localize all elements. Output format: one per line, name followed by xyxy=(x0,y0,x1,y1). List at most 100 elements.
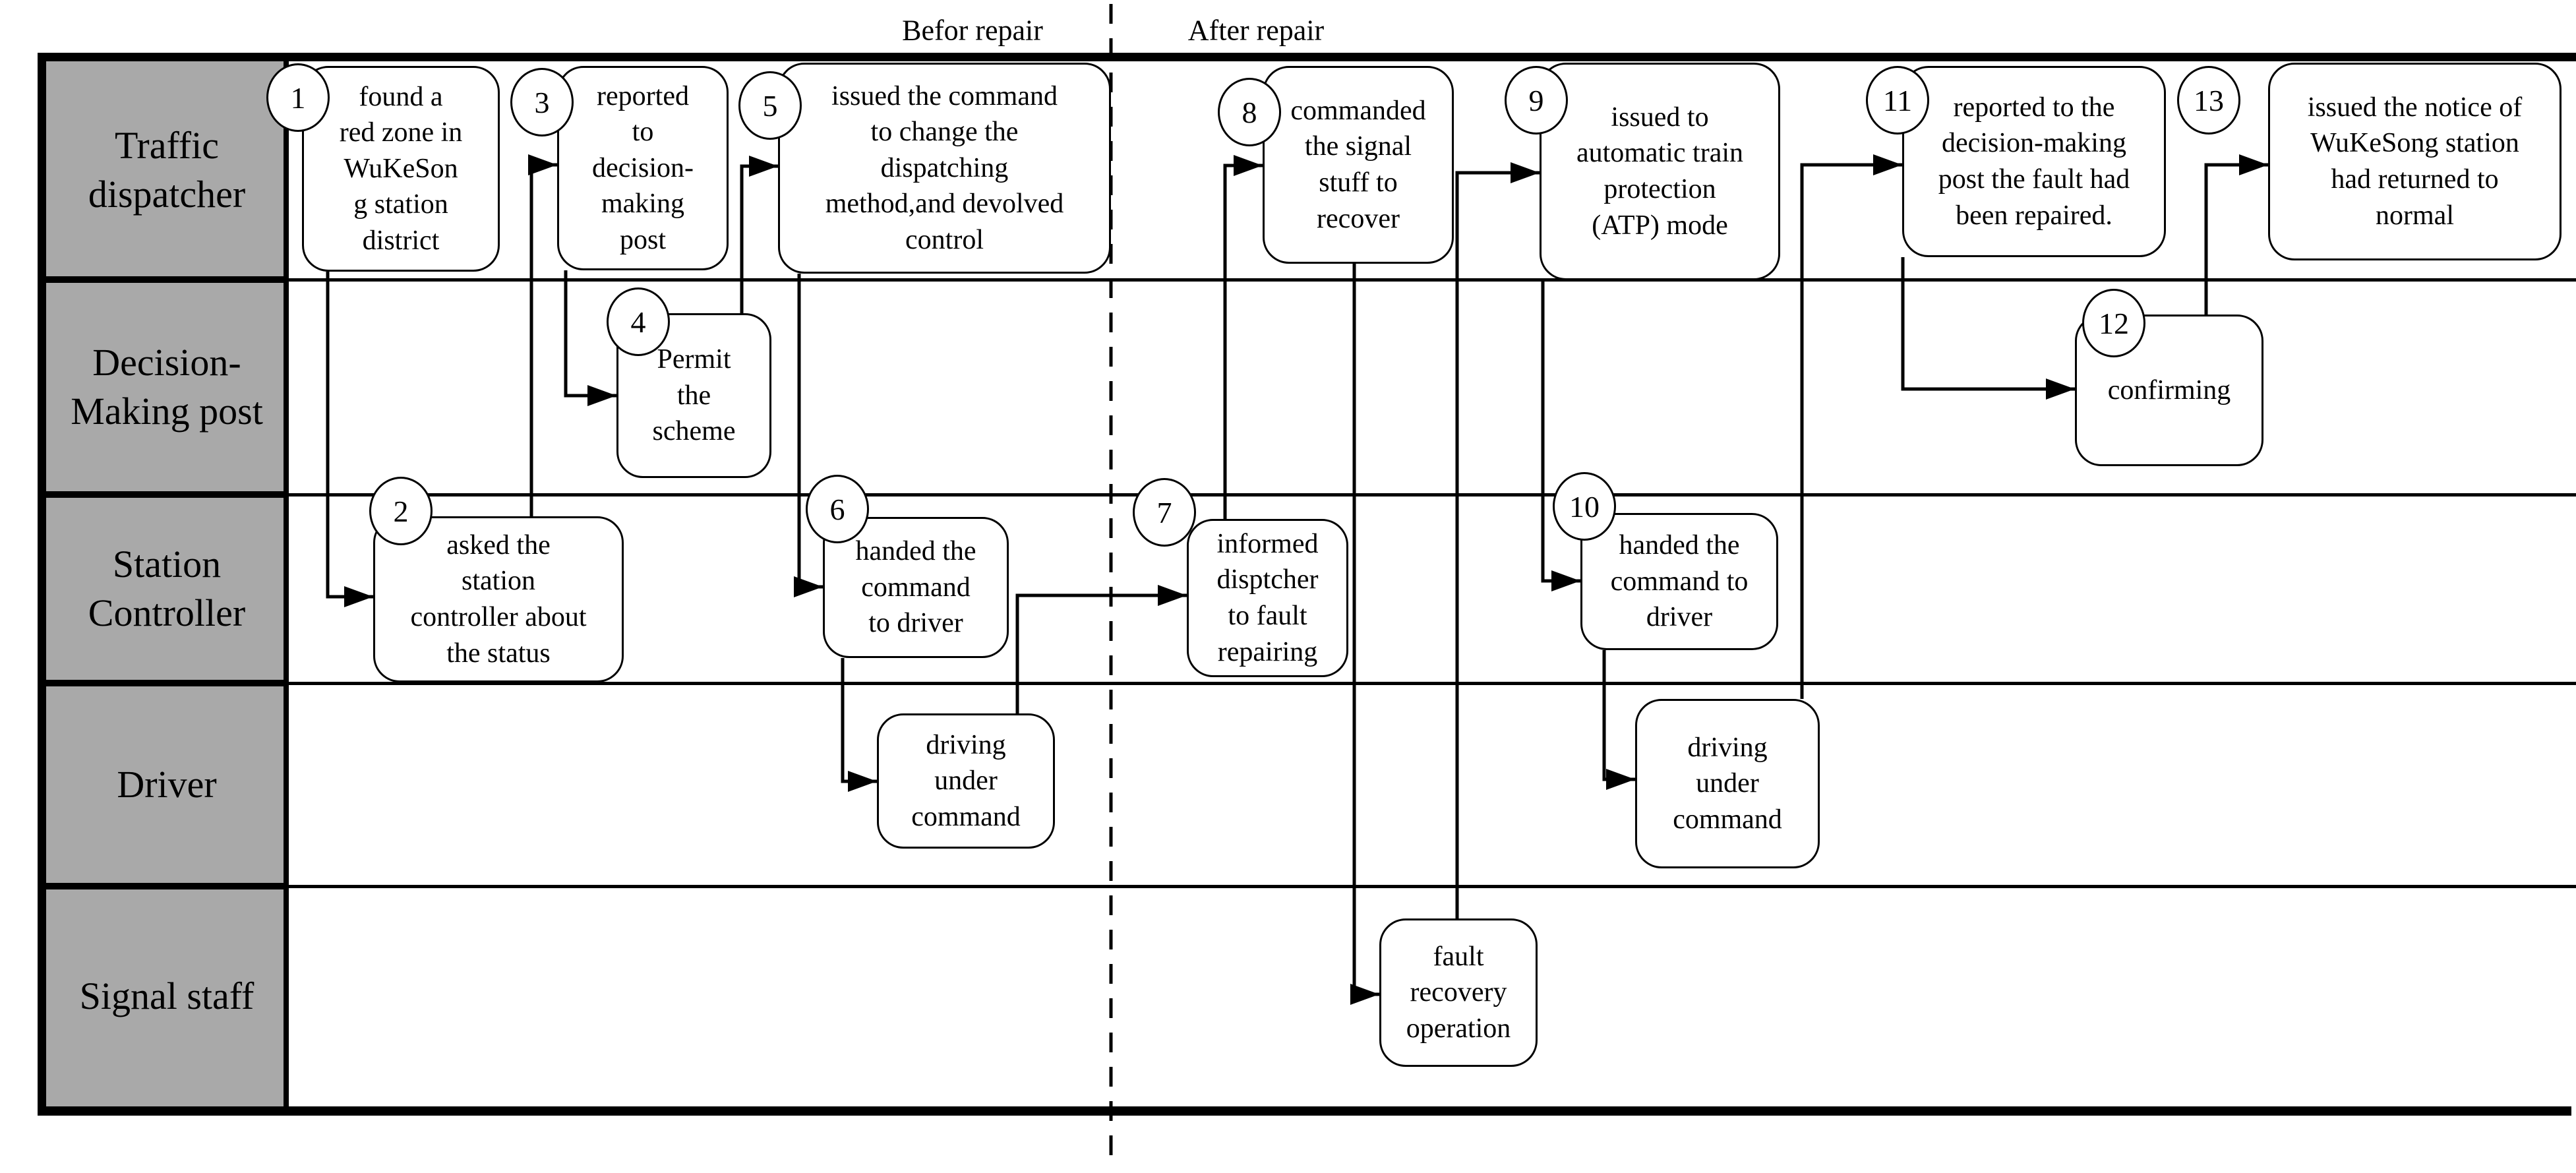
step-text-line: WuKeSon xyxy=(344,153,458,184)
step-text-line: handed the xyxy=(855,536,976,567)
step-text-line: under xyxy=(1696,768,1759,799)
driver-box-after: driving under command xyxy=(1635,699,1820,868)
phase-label-before-repair: Befor repair xyxy=(902,14,1043,47)
step-text-line: the xyxy=(676,380,711,411)
lane-label-line: Decision- xyxy=(92,340,241,384)
step-text-line: to driver xyxy=(868,608,963,639)
step-text-line: the status xyxy=(446,638,551,669)
lane-label-line: Station xyxy=(112,542,222,586)
step-box-2: asked the station controller about the s… xyxy=(373,516,624,682)
step-text-line: fault xyxy=(1433,941,1484,972)
step-text-line: control xyxy=(905,224,984,255)
step-text-line: command to xyxy=(1610,566,1749,597)
step-text-line: command xyxy=(1673,804,1782,835)
lane-label-station-controller: Station Controller xyxy=(88,540,245,638)
step-text-line: issued to xyxy=(1611,102,1709,133)
step-text-line: (ATP) mode xyxy=(1592,210,1728,241)
step-text-line: driving xyxy=(1687,732,1768,763)
arrow-10-to-driver xyxy=(1602,650,1635,790)
lane-label-decision-making-post: Decision- Making post xyxy=(71,338,263,436)
step-text-line: g station xyxy=(353,189,448,220)
lane-label-line: Making post xyxy=(71,390,263,433)
lane-label-driver: Driver xyxy=(117,760,216,809)
step-text-line: confirming xyxy=(2107,375,2231,406)
step-text-line: post the fault had xyxy=(1938,164,2130,195)
arrow-7-to-8 xyxy=(1223,155,1263,519)
arrow-4-to-5 xyxy=(740,156,778,313)
step-box-10: handed the command to driver xyxy=(1580,513,1778,650)
step-text-line: decision- xyxy=(592,152,694,183)
frame xyxy=(38,53,2576,1116)
lane-label-signal-staff: Signal staff xyxy=(80,972,255,1021)
arrows xyxy=(326,154,2268,1005)
step-text-line: to xyxy=(632,117,654,148)
step-number-11: 11 xyxy=(1866,66,1929,135)
step-box-1: found a red zone in WuKeSon g station di… xyxy=(302,66,500,272)
step-text-line: red zone in xyxy=(339,117,463,148)
step-text-line: decision-making xyxy=(1942,128,2126,159)
step-box-11: reported to the decision-making post the… xyxy=(1902,66,2166,257)
step-text-line: making xyxy=(601,189,684,220)
step-text-line: the signal xyxy=(1304,131,1412,162)
lane-label-line: dispatcher xyxy=(88,173,246,216)
arrow-12-to-13 xyxy=(2204,154,2268,315)
step-number-9: 9 xyxy=(1505,66,1568,135)
step-text-line: recovery xyxy=(1410,977,1507,1008)
step-number-13: 13 xyxy=(2177,66,2240,135)
step-text-line: recover xyxy=(1317,203,1400,234)
step-text-line: under xyxy=(934,766,998,797)
step-text-line: automatic train xyxy=(1576,138,1744,169)
step-text-line: issued the notice of xyxy=(2307,92,2523,123)
lane-header-column xyxy=(46,61,288,1106)
step-number-5: 5 xyxy=(738,71,802,140)
step-box-7: informed disptcher to fault repairing xyxy=(1187,519,1348,677)
lane-label-line: Signal staff xyxy=(79,974,255,1017)
step-text-line: to fault xyxy=(1228,601,1307,631)
arrow-signal-to-9 xyxy=(1455,162,1540,918)
step-number-6: 6 xyxy=(806,475,869,543)
step-text-line: asked the xyxy=(446,529,551,560)
step-text-line: reported to the xyxy=(1953,92,2115,123)
step-text-line: post xyxy=(619,224,666,255)
lane-label-line: Driver xyxy=(117,762,217,806)
step-text-line: dispatching xyxy=(880,152,1009,183)
lane-label-line: Controller xyxy=(88,591,246,634)
step-text-line: commanded xyxy=(1290,95,1426,126)
step-text-line: repairing xyxy=(1217,636,1318,667)
step-number-10: 10 xyxy=(1553,472,1616,541)
arrow-6-to-driver xyxy=(841,658,877,792)
step-text-line: command xyxy=(861,572,971,603)
arrow-2-to-3 xyxy=(528,154,557,516)
step-number-3: 3 xyxy=(510,68,574,136)
step-text-line: handed the xyxy=(1619,530,1740,561)
step-text-line: scheme xyxy=(652,416,736,447)
step-number-2: 2 xyxy=(369,477,433,545)
step-text-line: command xyxy=(911,801,1021,832)
lane-label-line: Traffic xyxy=(115,123,219,167)
arrow-5-to-6 xyxy=(794,274,823,597)
arrow-8-to-signal xyxy=(1350,264,1379,1005)
step-text-line: method,and devolved xyxy=(825,189,1064,220)
step-text-line: Permit xyxy=(657,344,731,375)
step-number-8: 8 xyxy=(1218,78,1281,146)
step-box-13: issued the notice of WuKeSong station ha… xyxy=(2268,63,2561,260)
step-text-line: reported xyxy=(597,80,689,111)
lane-lines xyxy=(38,276,2576,889)
step-text-line: had returned to xyxy=(2331,164,2499,195)
step-text-line: issued the command xyxy=(831,80,1058,111)
step-box-9: issued to automatic train protection (AT… xyxy=(1540,63,1780,280)
step-text-line: driving xyxy=(926,729,1006,760)
step-box-5: issued the command to change the dispatc… xyxy=(778,63,1111,274)
arrow-driver-to-7 xyxy=(1015,585,1187,713)
lane-label-traffic-dispatcher: Traffic dispatcher xyxy=(88,121,245,219)
step-text-line: found a xyxy=(359,81,443,112)
step-text-line: driver xyxy=(1646,602,1713,633)
step-box-3: reported to decision- making post xyxy=(557,66,729,270)
step-text-line: district xyxy=(362,225,440,256)
step-box-8: commanded the signal stuff to recover xyxy=(1263,66,1454,264)
step-text-line: to change the xyxy=(870,117,1019,148)
arrow-1-to-2 xyxy=(326,272,373,607)
arrow-driver-to-11 xyxy=(1800,154,1902,699)
